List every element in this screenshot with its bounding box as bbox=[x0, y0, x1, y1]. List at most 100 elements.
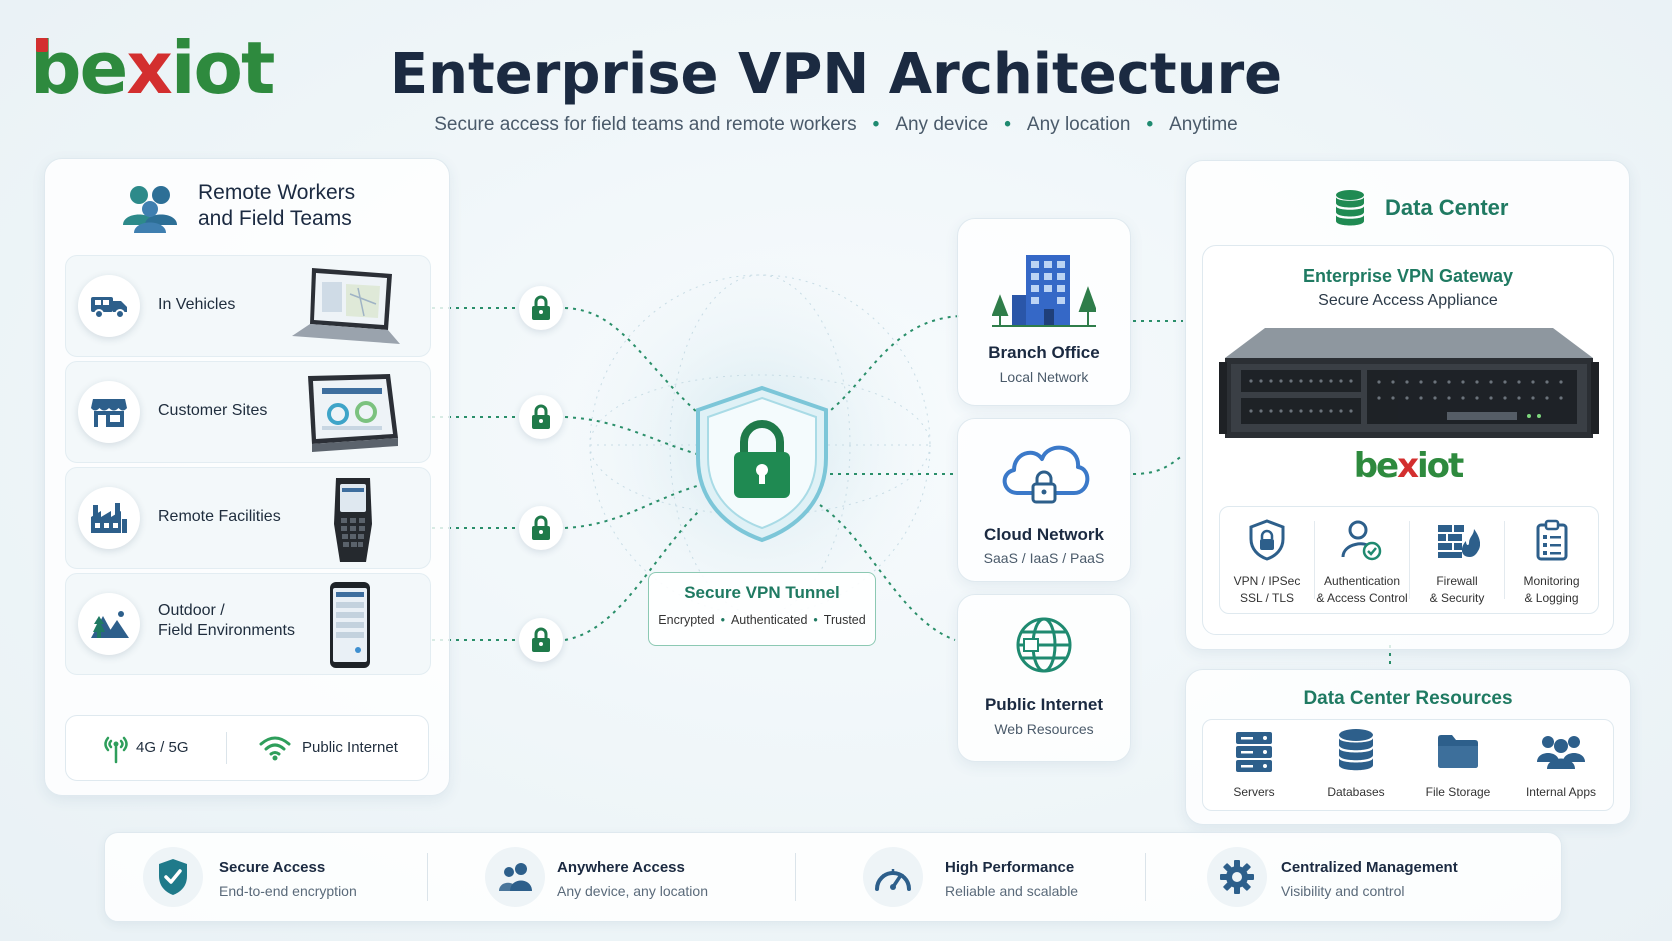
destination-title: Branch Office bbox=[988, 343, 1100, 362]
feature-vpn: VPN / IPSec SSL / TLS bbox=[1220, 507, 1314, 613]
divider bbox=[795, 853, 796, 901]
cell-tower-icon bbox=[104, 736, 128, 764]
vpn-gateway-card[interactable]: Enterprise VPN Gateway Secure Access App… bbox=[1202, 245, 1614, 635]
resource-internal-apps[interactable]: Internal Apps bbox=[1509, 720, 1613, 810]
list-item-outdoor[interactable]: Outdoor / Field Environments bbox=[65, 573, 431, 675]
divider bbox=[226, 732, 227, 764]
list-item-remote-facilities[interactable]: Remote Facilities bbox=[65, 467, 431, 569]
list-item-customer-sites[interactable]: Customer Sites bbox=[65, 361, 431, 463]
shield-check-icon bbox=[159, 859, 187, 895]
footer-title: Centralized Management bbox=[1281, 859, 1458, 876]
clipboard-icon bbox=[1536, 519, 1568, 561]
resource-label: Databases bbox=[1327, 785, 1385, 799]
icon-circle bbox=[863, 847, 923, 907]
destination-subtitle: Local Network bbox=[999, 369, 1089, 385]
mountains-icon bbox=[78, 593, 140, 655]
logo-accent bbox=[36, 38, 48, 52]
data-center-resources-panel: Data Center Resources Servers Databases … bbox=[1185, 669, 1631, 825]
lock-icon bbox=[532, 404, 550, 429]
features-footer: Secure Access End-to-end encryption Anyw… bbox=[104, 832, 1562, 922]
handheld-scanner-image bbox=[334, 478, 372, 562]
connectivity-bar: 4G / 5G Public Internet bbox=[65, 715, 429, 781]
feature-label: Firewall bbox=[1436, 574, 1478, 588]
database-icon bbox=[1336, 190, 1364, 226]
page-subtitle: Secure access for field teams and remote… bbox=[434, 114, 1238, 135]
gateway-appliance-image bbox=[1219, 328, 1599, 438]
gateway-features: VPN / IPSec SSL / TLS Authentication & A… bbox=[1219, 506, 1599, 614]
feature-label: SSL / TLS bbox=[1239, 591, 1295, 605]
folder-icon bbox=[1438, 735, 1478, 768]
gateway-subtitle: Secure Access Appliance bbox=[1318, 292, 1498, 309]
feature-label: Authentication bbox=[1323, 574, 1401, 588]
feature-label: & Access Control bbox=[1316, 591, 1408, 605]
lock-node-3 bbox=[519, 506, 563, 550]
destination-subtitle: Web Resources bbox=[994, 721, 1094, 737]
resources-list: Servers Databases File Storage Internal … bbox=[1202, 719, 1614, 811]
servers-icon bbox=[1236, 732, 1272, 772]
divider bbox=[1504, 521, 1505, 599]
branch-office-card[interactable]: Branch Office Local Network bbox=[957, 218, 1131, 406]
tablet-image bbox=[308, 374, 398, 452]
resource-databases[interactable]: Databases bbox=[1305, 720, 1407, 810]
lock-icon bbox=[532, 515, 550, 540]
users-group-icon bbox=[1537, 736, 1585, 769]
shield-lock-icon bbox=[696, 385, 828, 543]
firewall-icon bbox=[1438, 525, 1480, 558]
connectivity-label: 4G / 5G bbox=[136, 739, 189, 756]
footer-title: High Performance bbox=[945, 859, 1075, 876]
speedometer-icon bbox=[875, 869, 911, 891]
people-icon bbox=[499, 863, 532, 891]
resource-label: File Storage bbox=[1425, 785, 1491, 799]
feature-monitoring: Monitoring & Logging bbox=[1505, 507, 1598, 613]
resource-file-storage[interactable]: File Storage bbox=[1407, 720, 1509, 810]
laptop-image bbox=[292, 268, 400, 344]
gear-icon bbox=[1220, 860, 1254, 894]
lock-icon bbox=[532, 295, 550, 320]
tunnel-title: Secure VPN Tunnel bbox=[684, 583, 840, 602]
divider bbox=[1409, 521, 1410, 599]
panel-title-1: Remote Workers bbox=[198, 181, 356, 204]
feature-auth: Authentication & Access Control bbox=[1315, 507, 1409, 613]
list-item-vehicles[interactable]: In Vehicles bbox=[65, 255, 431, 357]
shield-lock-icon bbox=[1249, 519, 1285, 561]
lock-icon bbox=[532, 627, 550, 652]
list-item-label: Remote Facilities bbox=[158, 508, 281, 525]
resource-servers[interactable]: Servers bbox=[1203, 720, 1305, 810]
store-icon bbox=[78, 381, 140, 443]
truck-icon bbox=[78, 275, 140, 337]
database-icon bbox=[1339, 729, 1373, 771]
factory-icon bbox=[78, 487, 140, 549]
feature-label: & Security bbox=[1429, 591, 1485, 605]
feature-label: & Logging bbox=[1524, 591, 1579, 605]
vpn-tunnel-card: Secure VPN Tunnel Encrypted•Authenticate… bbox=[648, 572, 876, 646]
smartphone-image bbox=[330, 582, 370, 668]
resource-label: Servers bbox=[1233, 785, 1275, 799]
users-icon bbox=[123, 186, 177, 233]
divider bbox=[1145, 853, 1146, 901]
cloud-network-card[interactable]: Cloud Network SaaS / IaaS / PaaS bbox=[957, 418, 1131, 582]
lock-node-4 bbox=[519, 618, 563, 662]
public-internet-card[interactable]: Public Internet Web Resources bbox=[957, 594, 1131, 762]
feature-label: VPN / IPSec bbox=[1233, 574, 1301, 588]
user-check-icon bbox=[1341, 520, 1382, 561]
connectivity-label: Public Internet bbox=[302, 739, 398, 756]
destination-title: Cloud Network bbox=[984, 525, 1104, 544]
remote-workers-panel: Remote Workers and Field Teams In Vehicl… bbox=[44, 158, 450, 796]
list-item-label: Field Environments bbox=[158, 622, 295, 639]
footer-title: Secure Access bbox=[219, 859, 326, 876]
page-title: Enterprise VPN Architecture bbox=[389, 42, 1283, 107]
data-center-panel: Data Center Enterprise VPN Gateway Secur… bbox=[1185, 160, 1630, 650]
panel-title-2: and Field Teams bbox=[198, 207, 352, 230]
resource-label: Internal Apps bbox=[1525, 785, 1597, 799]
footer-title: Anywhere Access bbox=[557, 859, 685, 876]
list-item-label: Customer Sites bbox=[158, 402, 268, 419]
lock-node-1 bbox=[519, 286, 563, 330]
feature-firewall: Firewall & Security bbox=[1410, 507, 1504, 613]
globe-icon bbox=[1016, 617, 1072, 673]
divider bbox=[427, 853, 428, 901]
subtitle-item: Any device bbox=[895, 114, 989, 135]
icon-circle bbox=[485, 847, 545, 907]
gateway-title: Enterprise VPN Gateway bbox=[1302, 266, 1514, 286]
subtitle-item: Any location bbox=[1026, 114, 1131, 135]
tunnel-tags: Encrypted•Authenticated•Trusted bbox=[658, 613, 866, 627]
